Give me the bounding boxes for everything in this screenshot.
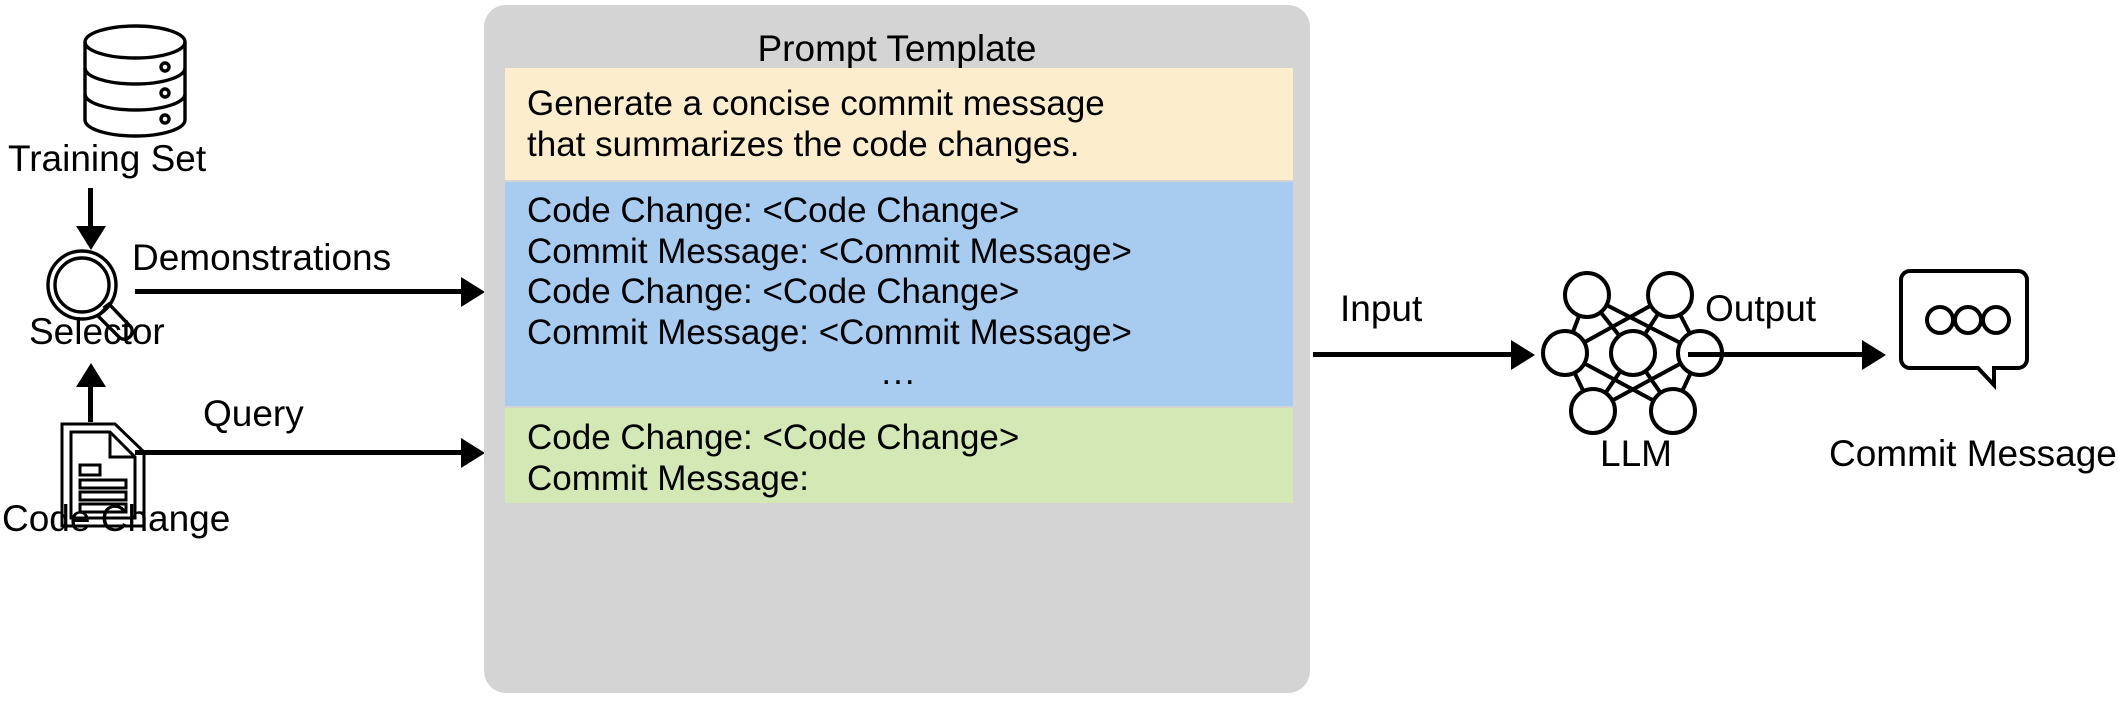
selector-node bbox=[40, 245, 150, 345]
prompt-demonstrations-section: Code Change: <Code Change> Commit Messag… bbox=[505, 182, 1293, 406]
document-icon bbox=[60, 422, 146, 528]
arrow-selector-to-template-head bbox=[461, 277, 485, 307]
magnifier-icon bbox=[46, 249, 134, 341]
demo-line-3: Code Change: <Code Change> bbox=[527, 272, 1020, 312]
arrow-codechange-to-selector-head bbox=[76, 363, 106, 387]
prompt-query-section: Code Change: <Code Change> Commit Messag… bbox=[505, 408, 1293, 503]
arrow-codechange-to-selector bbox=[88, 382, 93, 422]
prompt-instruction-section: Generate a concise commit message that s… bbox=[505, 68, 1293, 180]
neural-network-icon bbox=[1541, 271, 1724, 435]
arrow-trainingset-to-selector bbox=[88, 188, 93, 230]
speech-bubble-icon bbox=[1899, 269, 2029, 391]
code-change-label: Code Change bbox=[2, 498, 231, 539]
input-edge-label: Input bbox=[1340, 288, 1423, 329]
query-edge-label: Query bbox=[203, 393, 304, 434]
training-set-node bbox=[70, 22, 200, 142]
llm-label: LLM bbox=[1600, 433, 1672, 474]
selector-label: Selector bbox=[29, 311, 165, 352]
llm-node bbox=[1541, 265, 1724, 440]
demonstrations-edge-label: Demonstrations bbox=[132, 237, 392, 278]
demo-line-4: Commit Message: <Commit Message> bbox=[527, 312, 1132, 352]
arrow-codechange-to-template bbox=[135, 450, 463, 455]
instruction-line-1: Generate a concise commit message bbox=[527, 84, 1105, 123]
arrow-template-to-llm-head bbox=[1511, 340, 1535, 370]
arrow-llm-to-commitmessage-head bbox=[1862, 340, 1886, 370]
code-change-node bbox=[58, 420, 148, 530]
database-icon bbox=[83, 24, 187, 138]
output-edge-label: Output bbox=[1705, 288, 1817, 329]
prompt-template-panel: Prompt Template Generate a concise commi… bbox=[484, 5, 1310, 693]
training-set-label: Training Set bbox=[8, 138, 207, 179]
arrow-selector-to-template bbox=[135, 289, 463, 294]
query-line-1: Code Change: <Code Change> bbox=[527, 418, 1020, 457]
arrow-trainingset-to-selector-head bbox=[76, 226, 106, 250]
arrow-llm-to-commitmessage bbox=[1688, 352, 1864, 357]
demo-ellipsis: ... bbox=[881, 353, 917, 393]
query-line-2: Commit Message: bbox=[527, 458, 810, 498]
arrow-codechange-to-template-head bbox=[461, 438, 485, 468]
prompt-template-title: Prompt Template bbox=[757, 28, 1037, 69]
instruction-line-2: that summarizes the code changes. bbox=[527, 124, 1080, 164]
arrow-template-to-llm bbox=[1313, 352, 1513, 357]
demo-line-2: Commit Message: <Commit Message> bbox=[527, 231, 1132, 271]
demo-line-1: Code Change: <Code Change> bbox=[527, 191, 1020, 230]
commit-message-node bbox=[1896, 263, 2038, 391]
commit-message-label: Commit Message bbox=[1829, 433, 2117, 474]
